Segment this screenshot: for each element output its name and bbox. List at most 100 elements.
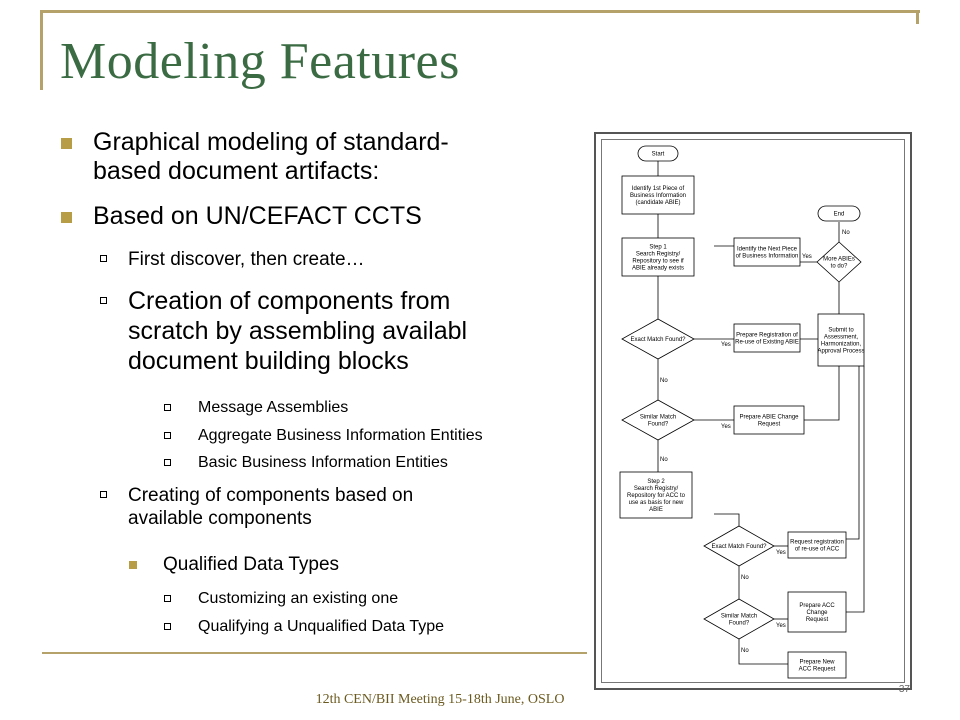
hollow-square-bullet-icon [164,595,171,602]
prepare-acc-change-box-label: Prepare ACC [799,603,835,609]
step1-box-label: Repository to see if [632,259,684,265]
more-abies-decision [816,241,862,283]
no-label: No [842,230,850,236]
bullet-item: Based on UN/CEFACT CCTS [61,202,593,231]
submit-box [817,313,865,367]
bullet-item: First discover, then create… [100,248,598,271]
bullet-text-line: Based on UN/CEFACT CCTS [93,202,422,230]
bullet-item: Message Assemblies [164,398,598,418]
bullet-item: Qualifying a Unqualified Data Type [164,617,598,637]
identify-next-box-label: Identify the Next Piece [737,247,798,253]
prepare-new-acc-box [787,651,847,679]
yes-label: Yes [802,254,812,260]
step2-box [619,471,693,519]
no-label: No [741,575,749,581]
submit-box-label: Harmonization, [821,342,862,348]
submit-box-label: Approval Process [817,349,864,355]
prepare-reuse-box-label: Prepare Registration of [736,333,798,339]
request-reg-acc-box-label: of re-use of ACC [795,547,840,553]
step2-box-label: use as basis for new [629,500,684,506]
square-bullet-icon [61,138,72,149]
hollow-square-bullet-icon [164,459,171,466]
start-node-label: Start [652,152,665,158]
more-abies-decision-label: to do? [831,264,848,270]
bullet-text-line: available components [128,508,312,529]
connector [804,366,840,421]
start-node [637,145,679,162]
bullet-text-line: First discover, then create… [128,249,365,270]
yes-label: Yes [721,342,731,348]
end-node [817,205,861,222]
more-abies-decision-label: More ABIEs [823,257,855,263]
hollow-square-bullet-icon [100,297,107,304]
hollow-square-bullet-icon [100,491,107,498]
connector [846,366,860,540]
left-rule [40,10,43,90]
submit-box-label: Submit to [828,328,854,334]
prepare-acc-change-box [787,591,847,633]
yes-label: Yes [721,424,731,430]
prepare-new-acc-box-label: ACC Request [799,667,836,673]
bullet-text-line: Creation of components from [128,287,451,315]
bullet-outline: Graphical modeling of standard-based doc… [61,128,598,637]
step1-box [621,237,695,277]
step1-box-label: ABIE already exists [632,266,684,272]
bullet-text-line: Qualifying a Unqualified Data Type [198,618,445,635]
top-right-tick [916,10,919,24]
connector [714,513,740,526]
step2-box-label: Repository for ACC to [627,493,686,499]
prepare-reuse-box [733,323,801,353]
prepare-abie-change-box-label: Request [758,422,781,428]
bullet-text-line: scratch by assembling availabl [128,317,468,345]
slide-footer: 12th CEN/BII Meeting 15-18th June, OSLO [315,692,565,707]
similar-match-decision-label: Similar Match [640,415,676,421]
similar-match-decision-label: Found? [648,422,669,428]
bullet-item: Basic Business Information Entities [164,453,598,473]
square-bullet-icon [61,212,72,223]
no-label: No [660,457,668,463]
prepare-acc-change-box-label: Request [806,617,829,623]
bullet-text-line: Creating of components based on [128,485,414,506]
identify-first-box [621,175,695,215]
identify-first-box-label: Business Information [630,193,686,199]
bullet-text-line: Aggregate Business Information Entities [198,427,483,444]
page-number: 37 [898,684,910,695]
prepare-abie-change-box [733,405,805,435]
yes-label: Yes [776,550,786,556]
bullet-text-line: document building blocks [128,347,409,375]
bullet-item: Aggregate Business Information Entities [164,426,598,446]
flowchart-frame [601,139,905,683]
connector [738,639,788,665]
exact-match-2-decision-label: Exact Match Found? [711,544,767,550]
hollow-square-bullet-icon [164,432,171,439]
footer-rule [42,652,587,654]
exact-match-decision [621,318,695,360]
no-label: No [741,648,749,654]
prepare-new-acc-box-label: Prepare New [799,660,835,666]
prepare-abie-change-box-label: Prepare ABIE Change [739,415,799,421]
hollow-square-bullet-icon [164,623,171,630]
identify-next-box-label: of Business Information [736,254,799,260]
prepare-acc-change-box-label: Change [806,610,828,616]
similar-match-decision [621,399,695,441]
bullet-item: Customizing an existing one [164,589,598,609]
bullet-text-line: Message Assemblies [198,399,349,416]
step2-box-label: ABIE [649,507,663,513]
bullet-text-line: Basic Business Information Entities [198,454,448,471]
exact-match-2-decision [703,525,775,567]
identify-next-box [733,237,801,267]
no-label: No [660,378,668,384]
end-node-label: End [834,212,845,218]
connector [846,366,865,613]
similar-match-2-decision-label: Similar Match [721,614,757,620]
identify-first-box-label: (candidate ABIE) [635,200,680,206]
slide-title: Modeling Features [60,33,460,90]
yes-label: Yes [776,623,786,629]
hollow-square-bullet-icon [100,255,107,262]
bullet-item: Qualified Data Types [129,553,583,576]
prepare-reuse-box-label: Re-use of Existing ABIE [735,340,799,346]
